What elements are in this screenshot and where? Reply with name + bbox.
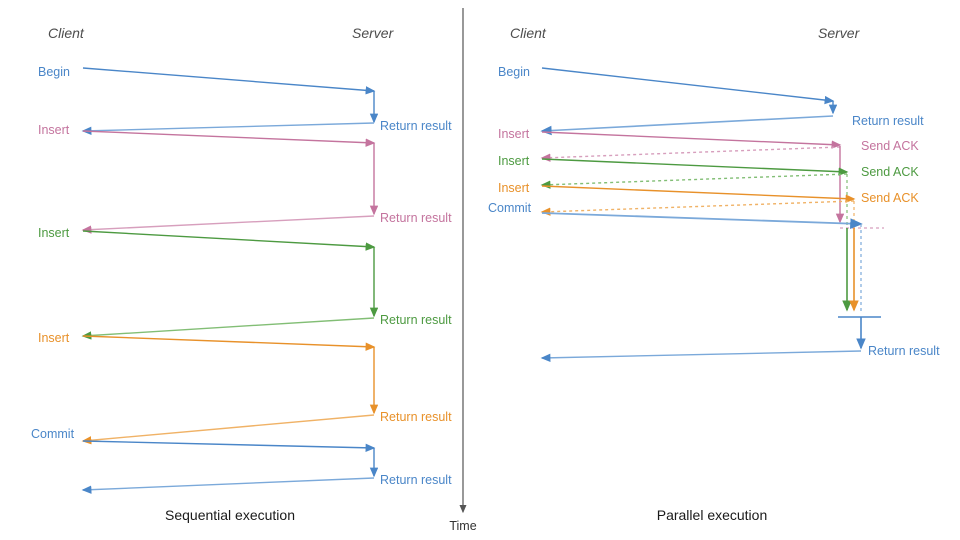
arrow-insert2-response <box>81 317 375 340</box>
client-label-insert1-left: Insert <box>38 123 70 137</box>
actor-server-left: Server <box>352 25 395 41</box>
arrow-begin-request-right <box>541 67 835 105</box>
client-label-insert3-right: Insert <box>498 181 530 195</box>
client-label-begin-right: Begin <box>498 65 530 79</box>
message-commit-right: Return result <box>540 212 940 363</box>
client-label-begin-left: Begin <box>38 65 70 79</box>
left-panel-sequential: Client Server Return result Begin Begin … <box>31 25 452 523</box>
arrow-insert1-request <box>82 130 376 147</box>
label-return-result-begin-left: Return result <box>380 119 452 133</box>
caption-parallel-execution: Parallel execution <box>657 507 768 523</box>
actor-client-left: Client <box>48 25 85 41</box>
right-panel-parallel: Client Server Return result Begin Send A… <box>488 25 940 523</box>
arrow-insert3-ack-right <box>540 200 855 216</box>
arrow-begin-request <box>82 67 376 95</box>
client-label-insert1-right: Insert <box>498 127 530 141</box>
arrow-commit-request <box>82 440 376 452</box>
label-return-result-insert1-left: Return result <box>380 211 452 225</box>
arrow-commit-request-right <box>541 212 863 230</box>
arrow-commit-response-right <box>540 350 862 363</box>
arrow-insert3-request-right <box>541 185 856 203</box>
time-axis: Time <box>449 8 477 533</box>
message-commit-left: Return result <box>81 440 452 494</box>
label-return-result-insert3-left: Return result <box>380 410 452 424</box>
caption-sequential-execution: Sequential execution <box>165 507 295 523</box>
client-label-commit-left: Commit <box>31 427 75 441</box>
label-return-result-begin-right: Return result <box>852 114 924 128</box>
client-label-insert2-right: Insert <box>498 154 530 168</box>
actor-client-right: Client <box>510 25 547 41</box>
message-insert2-left: Return result <box>81 230 452 340</box>
arrow-insert1-ack-right <box>540 146 841 162</box>
label-send-ack-insert1: Send ACK <box>861 139 919 153</box>
message-insert2-right: Send ACK <box>540 158 919 312</box>
client-label-commit-right: Commit <box>488 201 532 215</box>
label-send-ack-insert2: Send ACK <box>861 165 919 179</box>
arrow-begin-response <box>81 122 375 135</box>
message-insert1-right: Send ACK <box>540 131 919 229</box>
arrow-insert3-request <box>82 335 376 351</box>
arrow-commit-response <box>81 477 375 494</box>
label-return-result-commit-right: Return result <box>868 344 940 358</box>
label-return-result-commit-left: Return result <box>380 473 452 487</box>
actor-server-right: Server <box>818 25 861 41</box>
message-insert3-right: Send ACK <box>540 185 919 312</box>
message-insert1-left: Return result <box>81 130 452 234</box>
client-label-insert2-left: Insert <box>38 226 70 240</box>
client-label-insert3-left: Insert <box>38 331 70 345</box>
label-return-result-insert2-left: Return result <box>380 313 452 327</box>
arrow-insert3-response <box>81 414 375 445</box>
arrow-insert2-request <box>82 230 376 251</box>
arrow-begin-response-right <box>540 115 834 136</box>
time-axis-label: Time <box>449 519 476 533</box>
arrow-insert1-request-right <box>541 131 842 149</box>
arrow-insert2-request-right <box>541 158 849 176</box>
arrow-insert1-response <box>81 215 375 234</box>
label-send-ack-insert3: Send ACK <box>861 191 919 205</box>
message-begin-left: Return result Begin <box>81 67 452 135</box>
message-insert3-left: Return result <box>81 335 452 445</box>
message-begin-right: Return result <box>540 67 924 136</box>
arrow-insert2-ack-right <box>540 173 848 189</box>
